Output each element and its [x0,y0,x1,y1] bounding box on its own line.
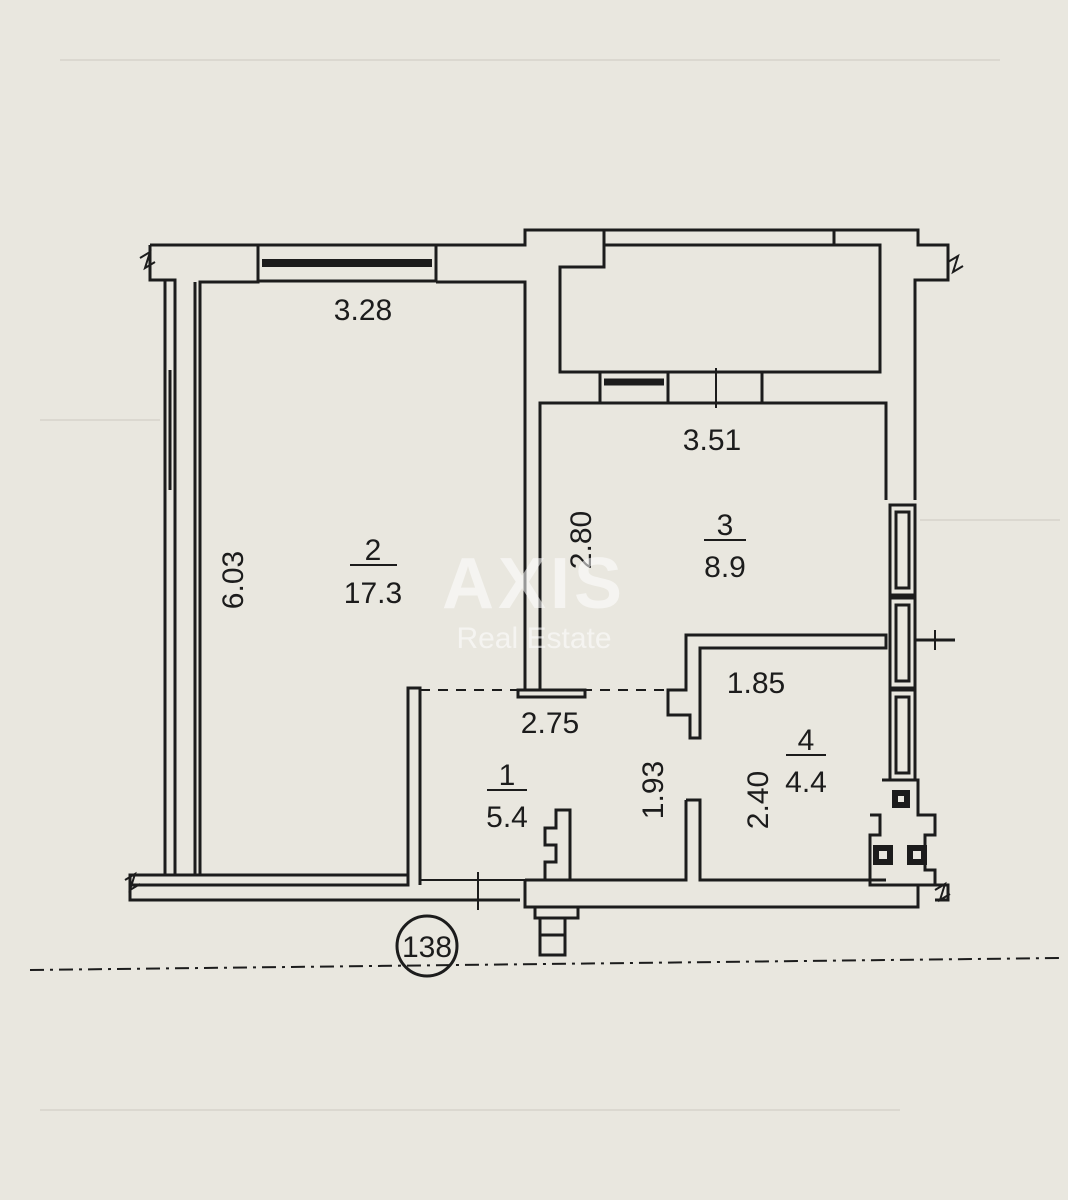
room-area: 17.3 [344,577,402,610]
watermark: AXIS Real Estate [442,544,626,655]
paper-shading [40,59,1060,1111]
room4-length-label: 2.40 [742,771,775,829]
section-line [29,957,1061,971]
room-3-label: 3 8.9 [704,509,746,584]
room3-length-label: 2.80 [565,511,598,569]
room-2-label: 2 17.3 [344,534,402,610]
room-area: 8.9 [704,551,746,584]
room-number: 4 [798,724,815,757]
hall-width-label: 2.75 [521,707,579,740]
room-4-label: 4 4.4 [785,724,827,799]
room-area: 4.4 [785,766,827,799]
room-number: 3 [717,509,734,542]
room4-width-label: 1.85 [727,667,785,700]
hall-length-label: 1.93 [637,761,670,819]
room3-width-label: 3.51 [683,424,741,457]
apartment-number: 138 [402,931,452,964]
room2-length-label: 6.03 [217,551,250,609]
room-number: 2 [365,534,382,567]
room-1-label: 1 5.4 [486,759,528,834]
apartment-number-badge: 138 [395,914,459,978]
room-number: 1 [499,759,516,792]
walls [124,228,964,957]
room2-width-label: 3.28 [334,294,392,327]
watermark-subtitle: Real Estate [456,622,611,655]
watermark-brand: AXIS [442,544,626,624]
room-area: 5.4 [486,801,528,834]
